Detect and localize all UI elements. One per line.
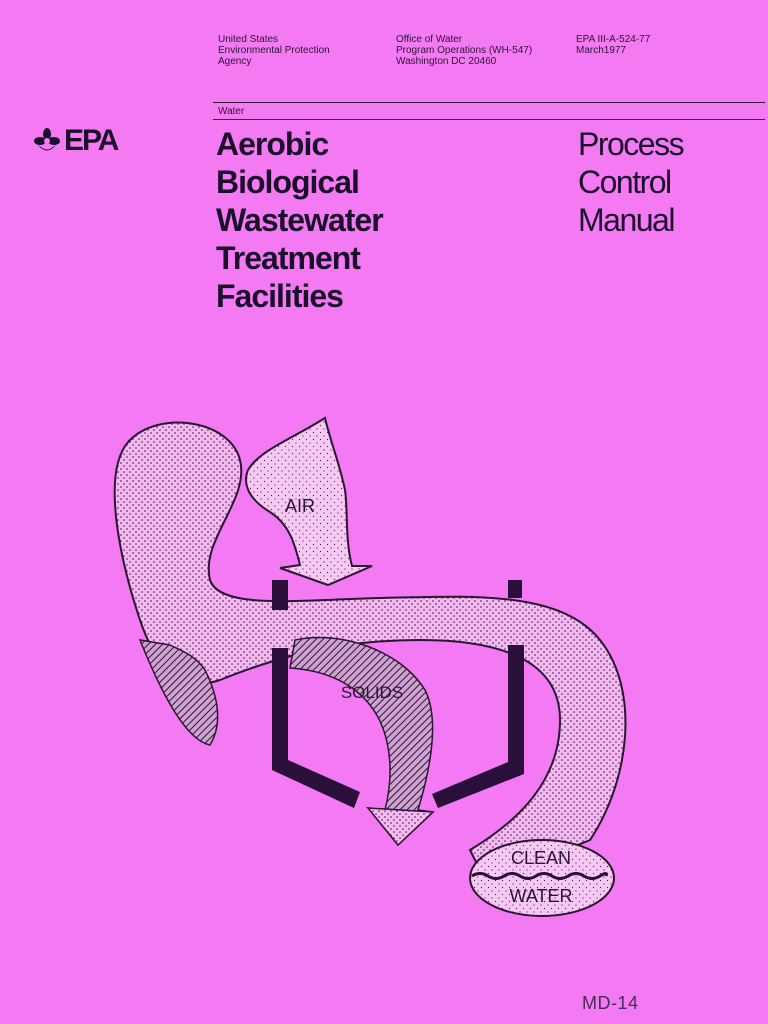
publication-number: EPA III-A-524-77: [576, 34, 651, 45]
title-line: Aerobic: [216, 126, 329, 162]
category-divider: [213, 119, 765, 120]
solids-arrow-head: [366, 807, 435, 847]
document-number: MD-14: [582, 993, 639, 1013]
header-agency: United States Environmental Protection A…: [218, 34, 330, 67]
clean-water-outlet: [469, 839, 615, 917]
tank-left-upper: [272, 580, 288, 610]
header-office-line: Program Operations (WH-547): [396, 45, 533, 56]
tank-right-wall: [432, 645, 524, 808]
water-label: WATER: [510, 886, 573, 906]
subtitle-line: Manual: [578, 202, 675, 238]
title-line: Treatment: [216, 240, 361, 276]
wastewater-stream: [113, 421, 627, 872]
title-line: Wastewater: [216, 202, 384, 238]
title-line: Facilities: [216, 278, 344, 314]
publication-date: March1977: [576, 45, 627, 56]
clean-label: CLEAN: [511, 848, 571, 868]
header-office-line: Washington DC 20460: [396, 56, 497, 67]
air-arrow: [245, 416, 373, 587]
solids-tail: [138, 639, 219, 746]
header-agency-line: Agency: [218, 56, 252, 67]
air-label: AIR: [285, 496, 315, 516]
category-label: Water: [218, 106, 245, 117]
header-office: Office of Water Program Operations (WH-5…: [396, 34, 532, 67]
process-diagram: AIR SOLIDS CLEAN WATER: [113, 416, 627, 917]
tank-right-upper: [508, 580, 522, 598]
water-surface-line: [471, 872, 608, 880]
solids-label: SOLIDS: [341, 683, 403, 702]
header-agency-line: United States: [218, 34, 279, 45]
subtitle-line: Control: [578, 164, 672, 200]
header-publication: EPA III-A-524-77 March1977: [576, 34, 650, 56]
header-office-line: Office of Water: [396, 34, 463, 45]
epa-logo-text: EPA: [64, 124, 119, 157]
document-title: Aerobic Biological Wastewater Treatment …: [216, 125, 384, 315]
subtitle-line: Process: [578, 126, 685, 162]
title-line: Biological: [216, 164, 360, 200]
header-divider: [213, 102, 765, 103]
document-subtitle: Process Control Manual: [578, 125, 685, 239]
epa-logo: EPA: [32, 124, 119, 158]
header-agency-line: Environmental Protection: [218, 45, 330, 56]
tank-left-wall: [272, 648, 360, 808]
epa-flower-icon: [34, 128, 60, 151]
